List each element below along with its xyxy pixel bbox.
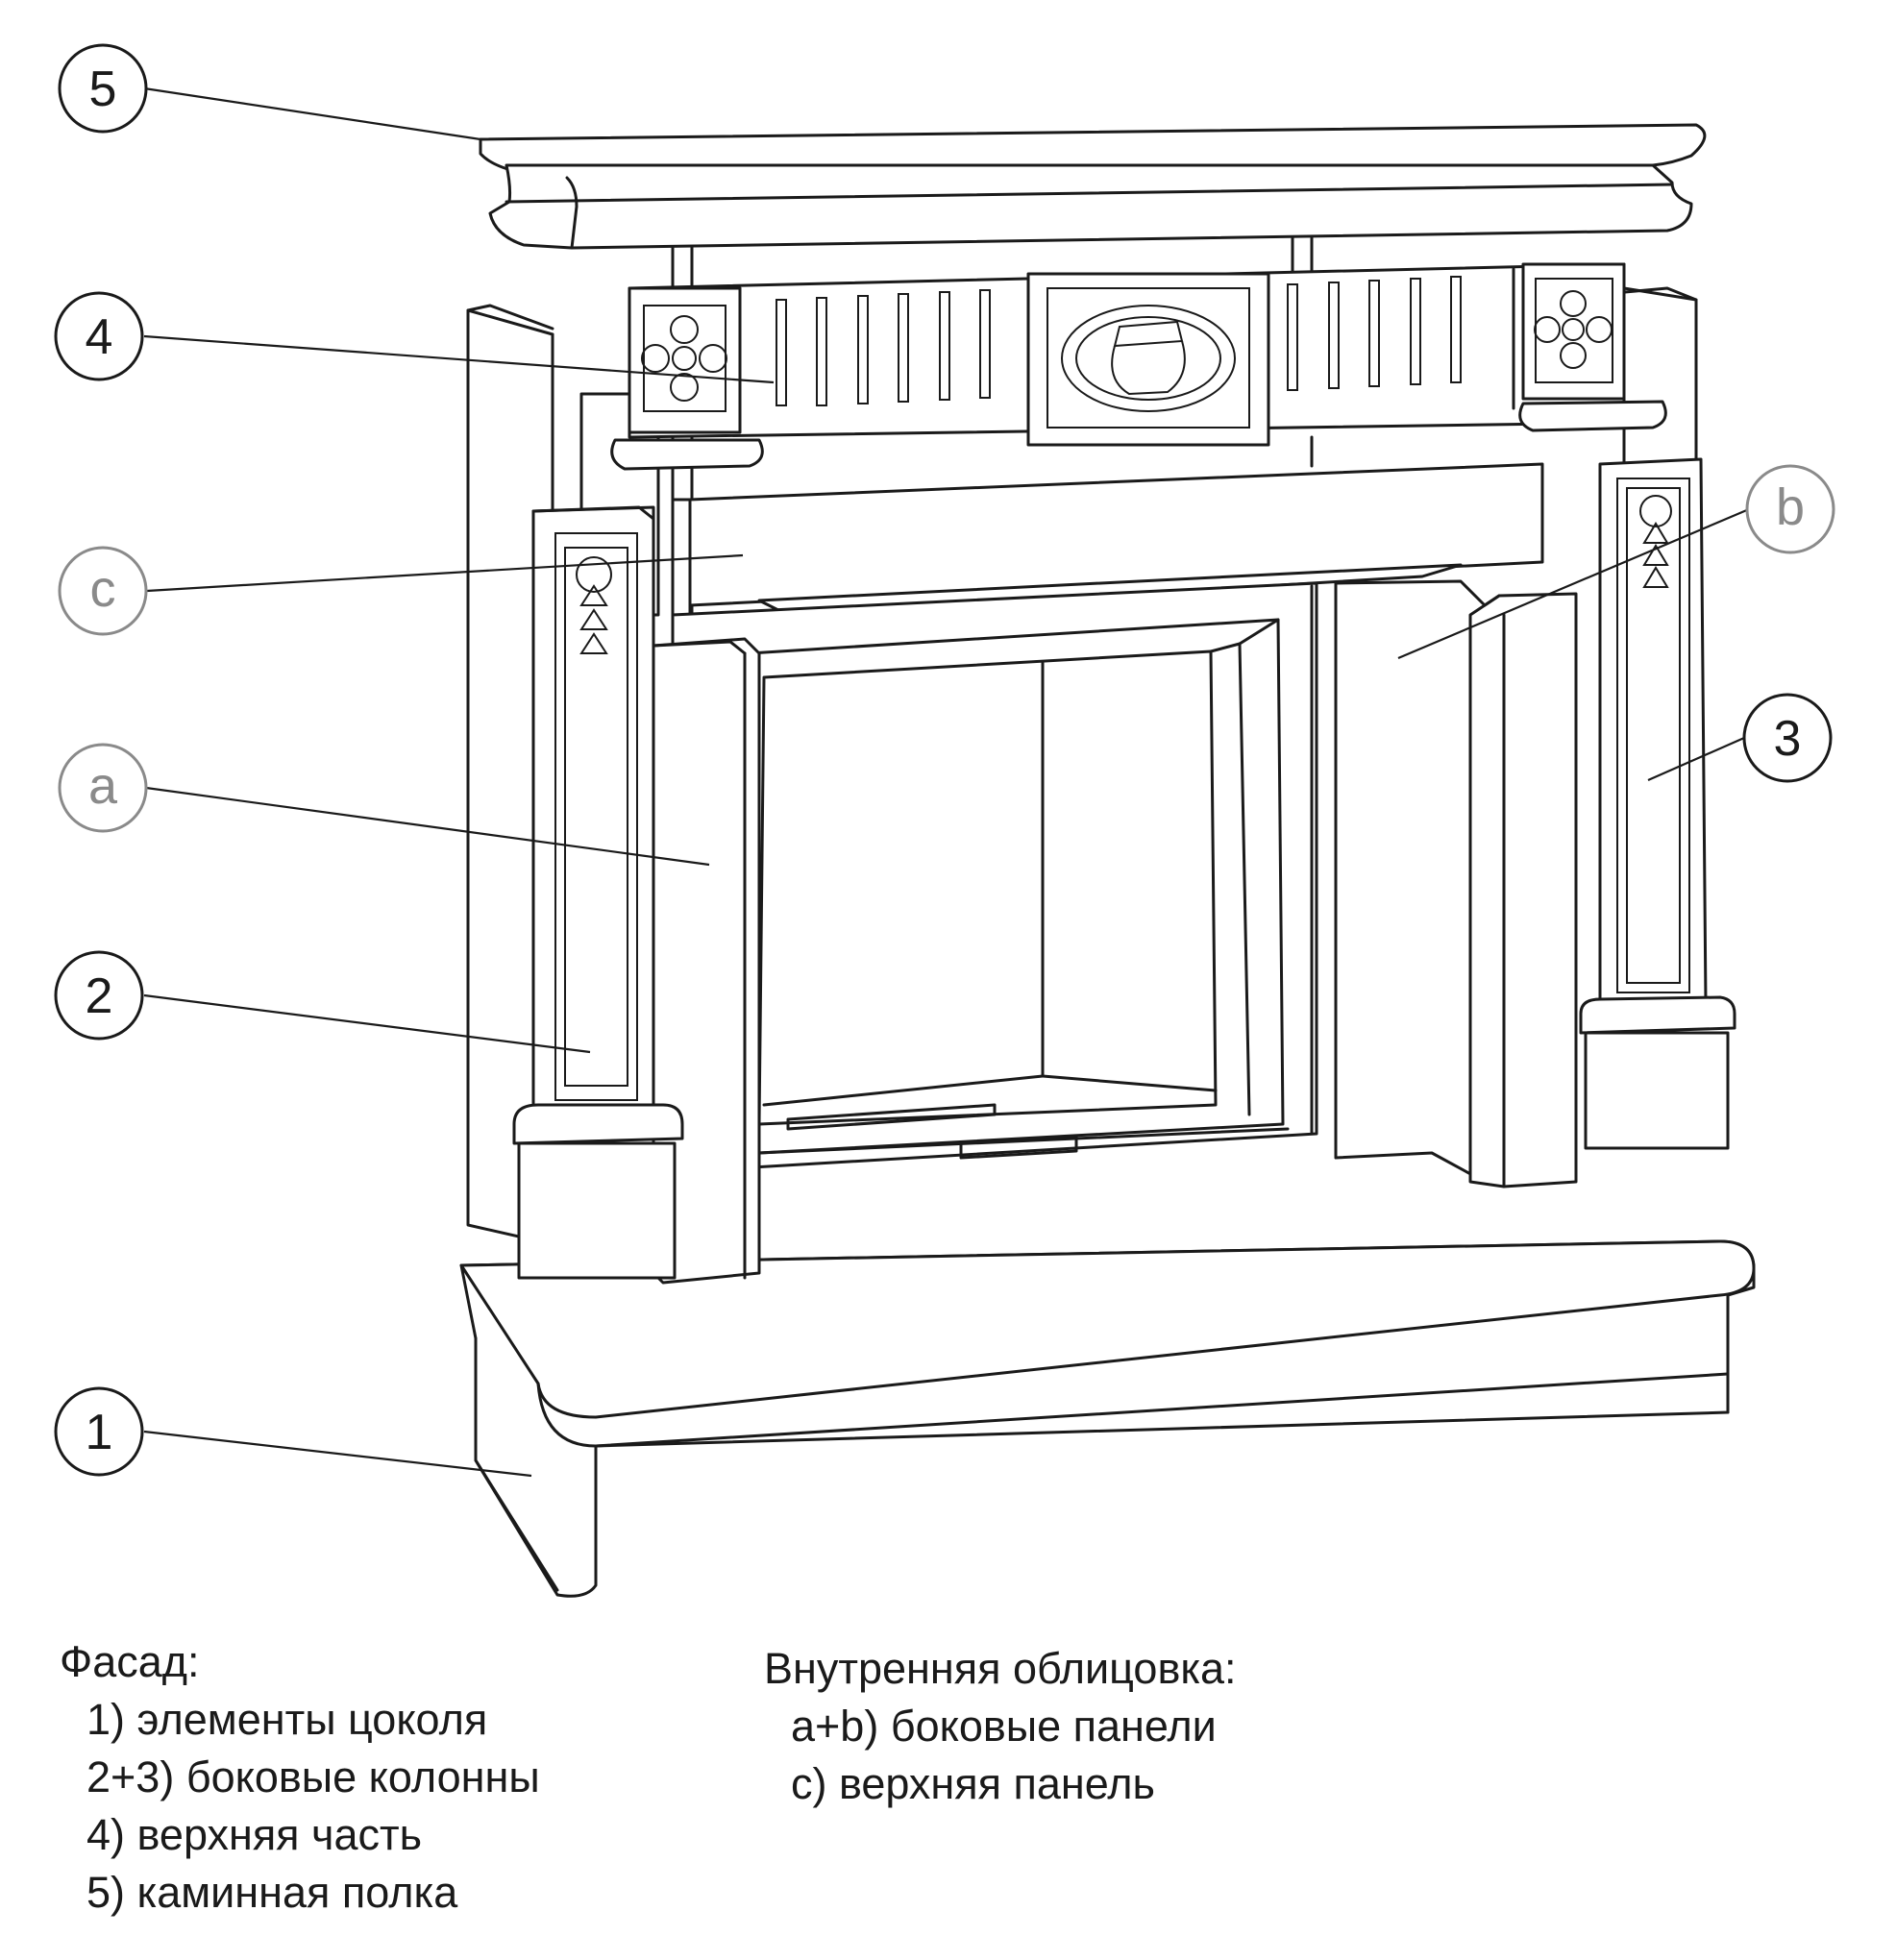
callout-circle: [1745, 464, 1835, 554]
callout-c: c: [58, 546, 148, 636]
callout-circle: [58, 743, 148, 833]
upper-frieze: [610, 262, 1667, 471]
callout-label: 2: [86, 968, 113, 1024]
legend-inner-lining: Внутренняя облицовка: a+b) боковые панел…: [764, 1640, 1237, 1813]
legend-facade: Фасад: 1) элементы цоколя 2+3) боковые к…: [60, 1633, 540, 1922]
legend-facade-item: 5) каминная полка: [86, 1868, 458, 1917]
leader-c: [146, 553, 744, 593]
leader-b: [1397, 507, 1750, 660]
callout-label: b: [1776, 478, 1805, 536]
callout-label: 1: [86, 1405, 113, 1460]
callout-4: 4: [54, 291, 144, 381]
legend-inner-heading: Внутренняя облицовка:: [764, 1644, 1237, 1693]
callout-2: 2: [54, 950, 144, 1041]
callout-circle: [58, 43, 148, 134]
left-column: [512, 505, 684, 1280]
callout-label: 4: [86, 309, 113, 365]
mantel-shelf: [479, 123, 1707, 250]
legend-facade-item: 1) элементы цоколя: [86, 1695, 488, 1744]
legend-inner-item: a+b) боковые панели: [791, 1702, 1217, 1751]
callout-circle: [54, 291, 144, 381]
callout-label: 3: [1774, 711, 1802, 767]
leader-5: [143, 86, 481, 141]
callout-leaders: [143, 86, 1750, 1478]
callout-circle: [54, 950, 144, 1041]
legend-facade-item: 2+3) боковые колонны: [86, 1752, 540, 1801]
callout-3: 3: [1742, 693, 1833, 783]
leader-4: [143, 334, 775, 384]
callout-1: 1: [54, 1386, 144, 1477]
callout-5: 5: [58, 43, 148, 134]
right-column: [1579, 457, 1736, 1150]
callout-b: b: [1745, 464, 1835, 554]
legend-facade-heading: Фасад:: [60, 1637, 200, 1686]
leader-a: [145, 786, 710, 867]
callout-a: a: [58, 743, 148, 833]
callout-label: c: [90, 560, 116, 618]
right-inner-panel: [1334, 579, 1578, 1188]
leader-1: [143, 1430, 532, 1478]
callout-circle: [54, 1386, 144, 1477]
leader-3: [1647, 736, 1745, 782]
callout-circle: [58, 546, 148, 636]
legend-inner-item: c) верхняя панель: [791, 1759, 1156, 1808]
callout-circle: [1742, 693, 1833, 783]
callout-bubbles: 5 4 c a 2 1 b 3: [54, 43, 1835, 1477]
callout-label: 5: [89, 61, 117, 117]
plinth-base: [459, 1239, 1756, 1598]
firebox: [671, 581, 1318, 1174]
leader-2: [143, 993, 591, 1054]
callout-label: a: [88, 757, 118, 815]
legend-facade-item: 4) верхняя часть: [86, 1810, 423, 1859]
